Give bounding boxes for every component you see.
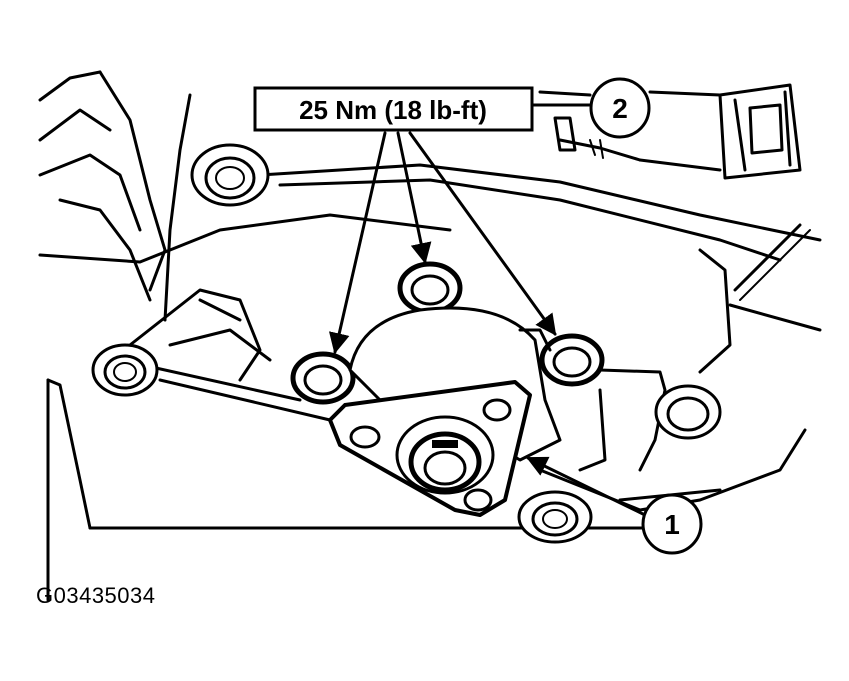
bolt-left xyxy=(91,343,159,397)
bolt-upper-left xyxy=(190,143,270,207)
torque-spec-label: 25 Nm (18 lb-ft) xyxy=(253,86,534,132)
callout-1-number: 1 xyxy=(664,509,680,540)
engine-housing xyxy=(38,70,822,602)
bolt-right xyxy=(654,384,722,440)
bolt-left-center xyxy=(290,351,356,405)
bolt-top-center xyxy=(397,261,463,315)
sensor-assembly xyxy=(328,306,562,517)
arrow-to-left-bolt xyxy=(328,131,387,355)
callout-2: 2 xyxy=(530,77,651,139)
arrow-to-right-bolt xyxy=(408,131,557,336)
arrow-to-top-bolt xyxy=(396,131,432,265)
bolt-bottom xyxy=(517,490,593,544)
callout-1: 1 xyxy=(526,456,703,555)
bolt-right-center xyxy=(539,333,605,387)
figure-id: G03435034 xyxy=(36,583,156,608)
torque-spec-text: 25 Nm (18 lb-ft) xyxy=(299,95,487,125)
callout-2-number: 2 xyxy=(612,93,628,124)
callout-1-arrow xyxy=(526,456,647,517)
torque-leader-arrows xyxy=(328,131,557,355)
